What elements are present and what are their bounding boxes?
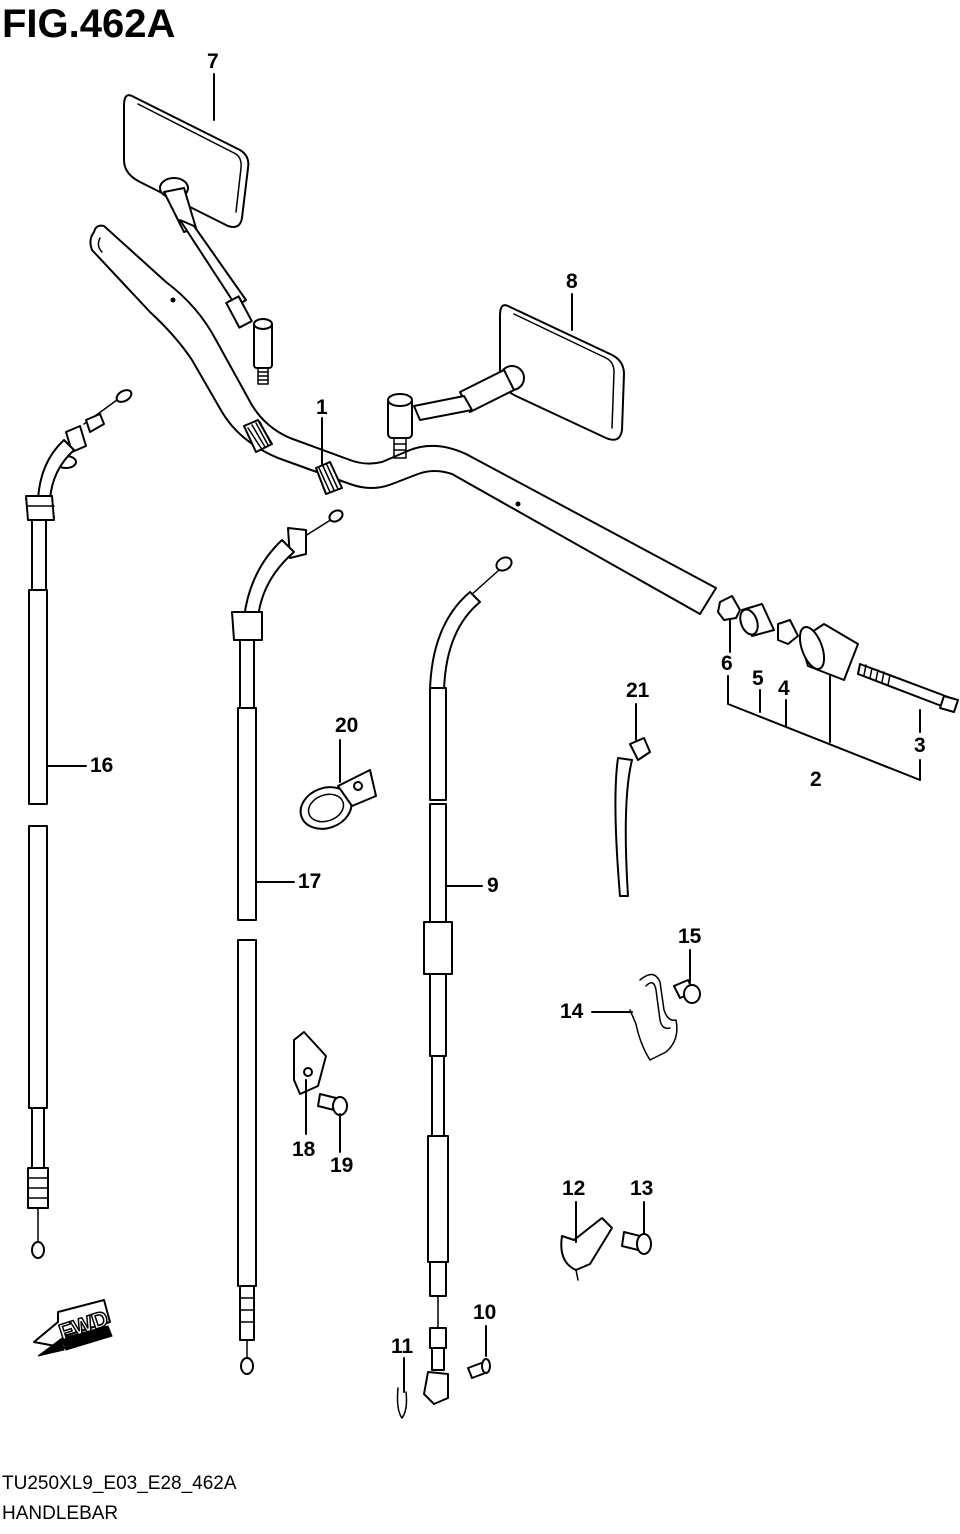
handlebar-knurl <box>243 419 343 495</box>
wire-clip-14[interactable] <box>629 973 678 1061</box>
callout-9: 9 <box>487 874 499 897</box>
callout-11: 11 <box>391 1335 414 1358</box>
bracket-18[interactable] <box>293 1031 327 1095</box>
callout-numbers: 7 8 1 6 5 4 21 3 2 20 16 17 9 15 14 18 1… <box>90 50 926 1358</box>
callout-14: 14 <box>560 1000 584 1023</box>
callout-19: 19 <box>330 1154 353 1177</box>
figure-title: FIG.462A <box>2 2 176 46</box>
callout-3: 3 <box>914 734 926 757</box>
mirror-right[interactable] <box>387 304 625 459</box>
callout-6: 6 <box>721 652 733 675</box>
callout-21: 21 <box>626 679 650 702</box>
cable-17[interactable] <box>231 508 345 1375</box>
figure-name: HANDLEBAR <box>2 1503 119 1524</box>
callout-1: 1 <box>316 396 328 419</box>
clamp-20[interactable] <box>295 769 377 836</box>
callout-18: 18 <box>292 1138 316 1161</box>
callout-13: 13 <box>630 1177 653 1200</box>
callout-7: 7 <box>207 50 219 73</box>
holder-12[interactable] <box>560 1217 613 1281</box>
callout-20: 20 <box>335 714 358 737</box>
leader-lines <box>47 73 921 1393</box>
figure-code: TU250XL9_E03_E28_462A <box>2 1473 237 1494</box>
cable-16[interactable] <box>25 388 133 1259</box>
bar-end-parts[interactable] <box>717 595 959 713</box>
callout-4: 4 <box>778 677 790 700</box>
bolt-13[interactable] <box>621 1231 652 1255</box>
forward-arrow-icon: FWD <box>33 1299 113 1357</box>
cable-tie-21[interactable] <box>614 737 651 897</box>
screw-15[interactable] <box>673 979 701 1004</box>
clevis-assembly[interactable] <box>396 1358 491 1419</box>
callout-5: 5 <box>752 667 764 690</box>
callout-8: 8 <box>566 270 578 293</box>
callout-15: 15 <box>678 925 702 948</box>
callout-12: 12 <box>562 1177 585 1200</box>
cable-9[interactable] <box>423 555 514 1371</box>
callout-2: 2 <box>810 768 822 791</box>
handlebar[interactable] <box>89 224 717 615</box>
callout-10: 10 <box>473 1301 496 1324</box>
bolt-19[interactable] <box>317 1093 348 1116</box>
mirror-left[interactable] <box>123 94 273 385</box>
callout-16: 16 <box>90 754 113 777</box>
callout-17: 17 <box>298 870 321 893</box>
